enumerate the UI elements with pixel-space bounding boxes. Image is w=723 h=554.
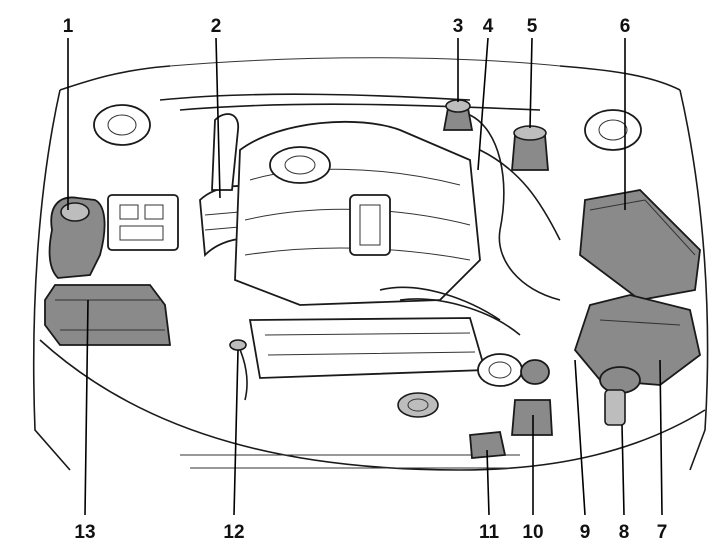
leader-4 [477,37,489,171]
right-strut-tower [584,109,642,151]
oil-dipstick-handle [229,339,247,351]
transmission-fluid-dipstick [511,399,553,436]
leader-12 [233,349,239,516]
callout-2: 2 [211,16,222,37]
callout-10: 10 [522,522,543,543]
callout-4: 4 [483,16,494,37]
oil-dipstick [232,344,248,401]
callout-12: 12 [223,522,244,543]
left-strut-tower [93,104,151,146]
left-fender-outline [32,65,171,471]
callout-9: 9 [580,522,591,543]
callout-6: 6 [620,16,631,37]
right-fender-outline [559,65,709,471]
leader-11 [486,449,490,516]
hood-opening [169,57,561,67]
oil-filler-cap [397,392,439,418]
callout-1: 1 [63,16,74,37]
callout-7: 7 [657,522,668,543]
leader-5 [529,37,533,129]
coolant-reservoir [48,196,106,279]
coolant-fill-cap [469,431,507,459]
callout-13: 13 [74,522,95,543]
intake-snorkel [211,113,239,191]
fuse-relay-module [107,194,179,251]
leader-13 [84,299,89,516]
leader-7 [659,359,663,516]
leader-9 [574,359,586,516]
callout-5: 5 [527,16,538,37]
engine-oil-dipstick-cap [520,359,550,385]
callout-11: 11 [479,522,500,543]
leader-8 [621,424,625,516]
battery [44,284,172,346]
lower-grille-line [180,454,520,469]
lower-hoses [379,286,521,336]
brake-fluid-reservoir [442,99,474,131]
lower-engine-cover [248,317,487,379]
engine-intake-manifold [234,120,481,306]
upper-hoses [469,114,561,301]
washer-fluid-reservoir [573,294,702,386]
leader-2 [215,37,221,199]
front-bumper-line [39,339,706,471]
callout-3: 3 [453,16,464,37]
washer-reservoir-cap [599,366,641,426]
power-steering-reservoir [511,125,549,171]
callout-8: 8 [619,522,630,543]
radiator-cap [477,353,523,387]
firewall-harness [159,93,541,111]
main-fuse-box [579,189,701,301]
